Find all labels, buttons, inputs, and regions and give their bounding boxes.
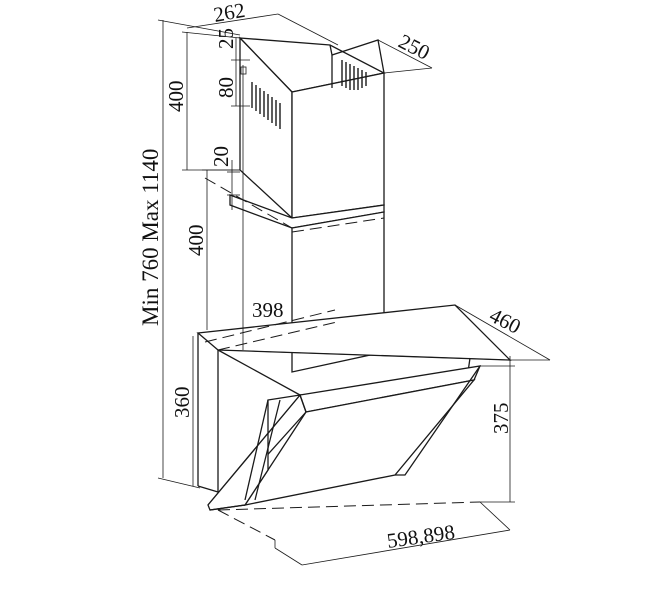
dim-lower-chimney-height: 400 (184, 225, 208, 257)
upper-chimney (238, 36, 386, 220)
dim-chimney-front-width: 398 (252, 298, 284, 322)
dim-overall-height: Min 760 Max 1140 (138, 149, 163, 326)
dim-glass-height: 375 (489, 403, 513, 435)
hood-body (196, 304, 512, 493)
dim-overlap-gap: 20 (209, 146, 233, 167)
glass-panel (207, 365, 481, 511)
hood-bottom-hidden (217, 501, 481, 541)
dim-hood-height: 360 (170, 387, 194, 419)
vent-grille-right (341, 60, 367, 90)
dim-chimney-top-depth: 250 (395, 29, 434, 65)
dim-chimney-top-width: 262 (212, 0, 247, 27)
dimension-lines (157, 13, 551, 566)
vent-grille-left (251, 82, 281, 129)
dim-hood-depth: 460 (486, 303, 525, 339)
dim-upper-chimney-height: 400 (164, 81, 188, 113)
dim-grille-height: 80 (214, 77, 238, 98)
dim-bracket-offset: 25 (214, 28, 238, 49)
dim-hood-width: 598,898 (385, 520, 456, 553)
